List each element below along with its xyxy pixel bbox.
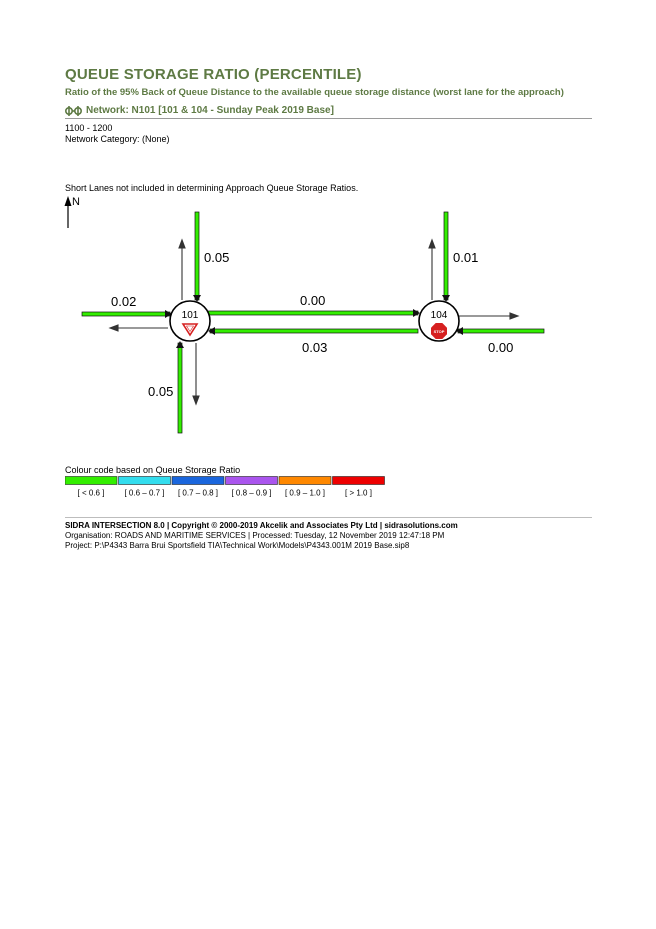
legend-swatch xyxy=(171,476,225,485)
page-title: QUEUE STORAGE RATIO (PERCENTILE) xyxy=(65,66,362,83)
legend-label: [ < 0.6 ] xyxy=(78,489,105,498)
stop-sign-text: STOP xyxy=(434,329,445,334)
lane-101-south xyxy=(177,342,183,434)
footer-project: Project: P:\P4343 Barra Brui Sportsfield… xyxy=(65,541,410,550)
footer-copyright: SIDRA INTERSECTION 8.0 | Copyright © 200… xyxy=(65,521,458,530)
legend-swatch xyxy=(332,476,385,485)
ratio-104-north: 0.01 xyxy=(453,250,478,265)
node-101-id: 101 xyxy=(182,310,199,321)
legend-label: [ 0.6 – 0.7 ] xyxy=(124,489,164,498)
network-label: Network: N101 [101 & 104 - Sunday Peak 2… xyxy=(86,105,334,116)
ratio-104-east: 0.00 xyxy=(488,340,513,355)
ratio-labels: 0.05 0.02 0.05 0.00 0.03 0.01 0.00 xyxy=(111,250,513,399)
network-heading: Network: N101 [101 & 104 - Sunday Peak 2… xyxy=(65,105,334,116)
ratio-101-north: 0.05 xyxy=(204,250,229,265)
ratio-link-eastbound: 0.00 xyxy=(300,293,325,308)
node-104[interactable]: 104 STOP xyxy=(418,300,460,342)
header-divider xyxy=(65,118,592,119)
time-period: 1100 - 1200 xyxy=(65,123,113,133)
legend-label: [ 0.7 – 0.8 ] xyxy=(178,489,218,498)
legend-swatch xyxy=(225,476,278,485)
legend-label: [ > 1.0 ] xyxy=(345,489,372,498)
network-icon xyxy=(65,105,82,116)
give-way-sign-icon xyxy=(181,323,199,337)
footer-divider xyxy=(65,517,592,518)
node-101[interactable]: 101 xyxy=(169,300,211,342)
lane-104-east xyxy=(457,328,545,334)
page-subtitle: Ratio of the 95% Back of Queue Distance … xyxy=(65,87,564,98)
network-category: Network Category: (None) xyxy=(65,134,170,144)
colour-legend: [ < 0.6 ] [ 0.6 – 0.7 ] [ 0.7 – 0.8 ] [ 0.8… xyxy=(65,476,385,498)
lane-link-westbound xyxy=(209,328,419,334)
lane-link-eastbound xyxy=(207,310,419,316)
legend-caption: Colour code based on Queue Storage Ratio xyxy=(65,465,241,475)
stop-sign-icon: STOP xyxy=(431,323,447,339)
lane-104-north xyxy=(443,211,449,301)
footer-organisation: Organisation: ROADS AND MARITIME SERVICE… xyxy=(65,531,445,540)
legend-swatch xyxy=(65,476,118,485)
legend-swatch xyxy=(278,476,332,485)
lane-arrowheads xyxy=(165,295,463,348)
legend-swatch xyxy=(118,476,171,485)
north-label: N xyxy=(72,196,80,208)
node-104-id: 104 xyxy=(431,310,448,321)
direction-arrows xyxy=(108,238,520,406)
lane-strips xyxy=(81,211,545,434)
lane-101-north xyxy=(194,211,200,301)
ratio-101-south: 0.05 xyxy=(148,384,173,399)
ratio-link-westbound: 0.03 xyxy=(302,340,327,355)
legend-label: [ 0.9 – 1.0 ] xyxy=(285,489,325,498)
lane-101-west xyxy=(81,311,171,317)
short-lanes-note: Short Lanes not included in determining … xyxy=(65,183,359,193)
network-diagram: N 101 xyxy=(64,196,545,434)
ratio-101-west: 0.02 xyxy=(111,294,136,309)
legend-label: [ 0.8 – 0.9 ] xyxy=(231,489,271,498)
north-arrow: N xyxy=(64,196,80,228)
